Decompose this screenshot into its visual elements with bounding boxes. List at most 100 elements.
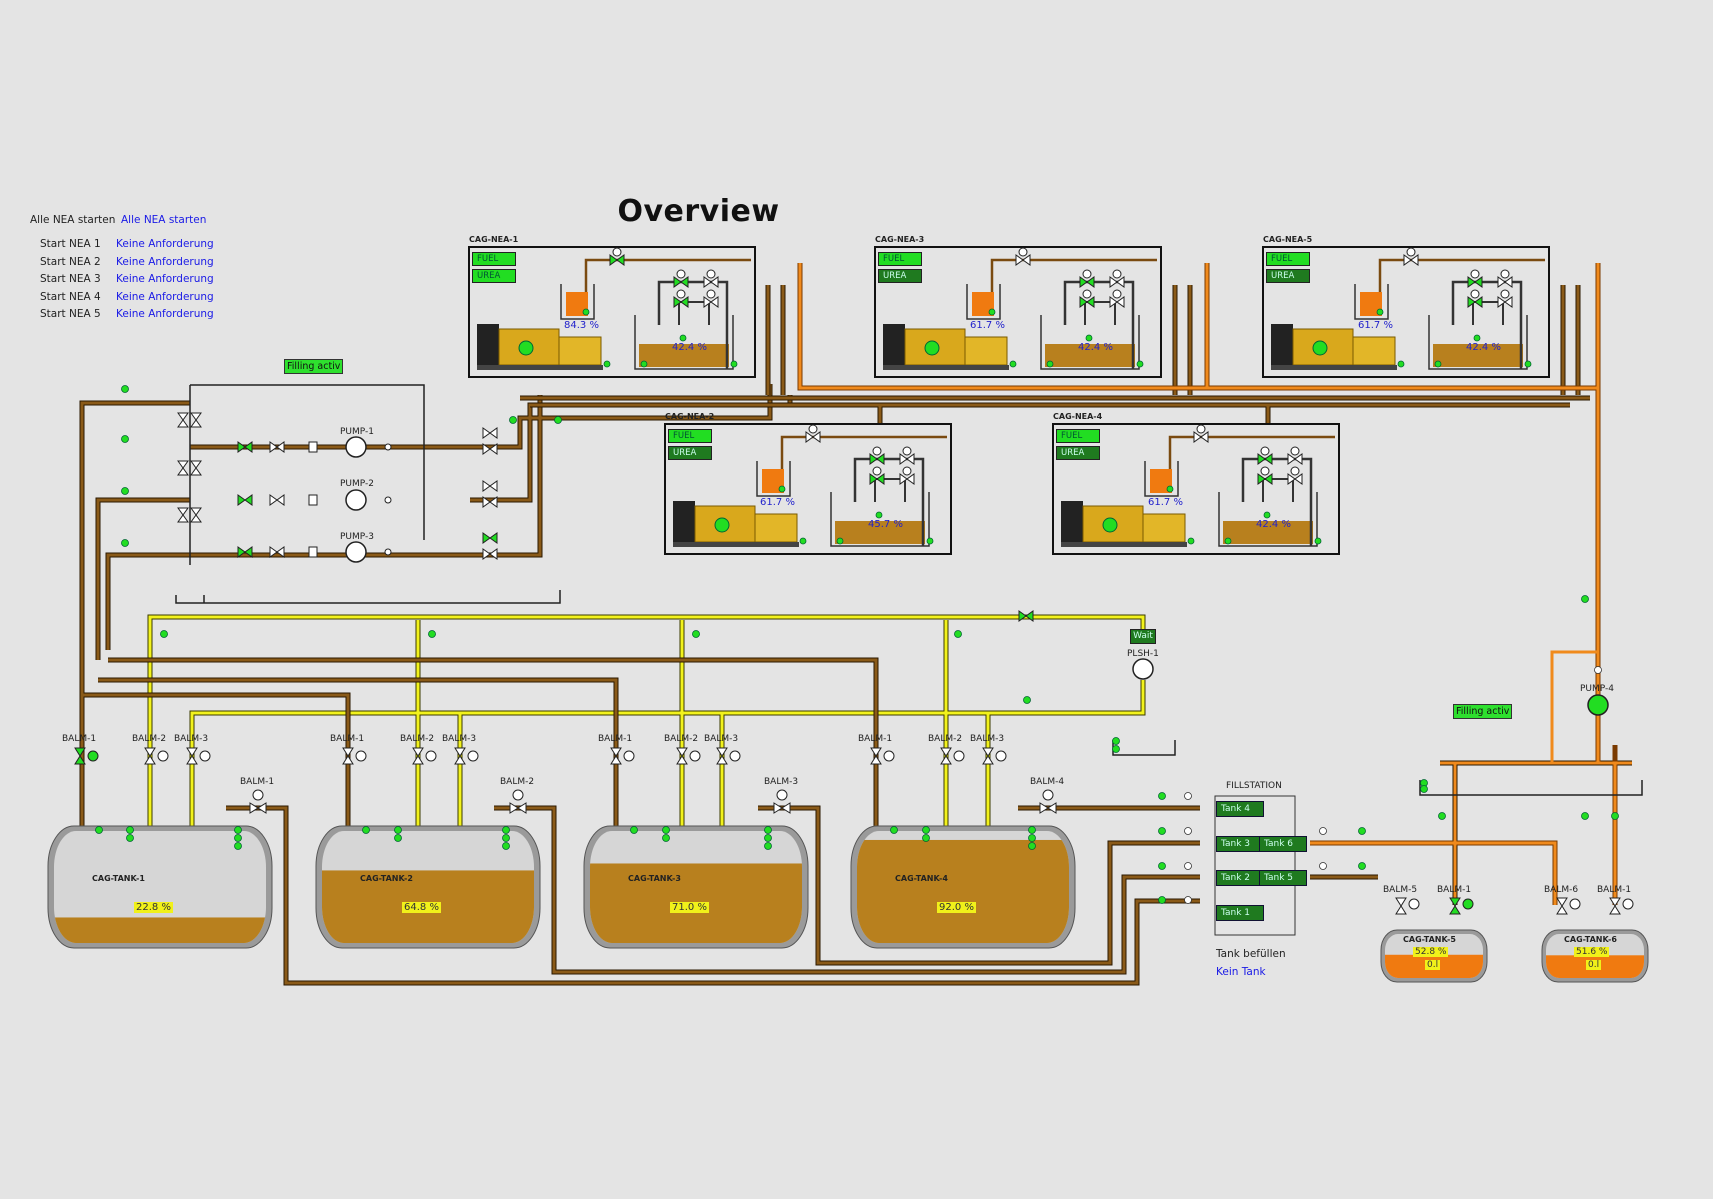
valve-icon[interactable] [482, 480, 498, 492]
valve-icon[interactable] [1079, 269, 1095, 288]
valve-icon[interactable] [1467, 269, 1483, 288]
check-valve-icon[interactable] [308, 546, 318, 558]
fill-tank-6-button[interactable]: Tank 6 [1259, 836, 1307, 852]
valve-icon[interactable] [177, 412, 189, 428]
valve-icon[interactable] [269, 494, 285, 506]
valve-icon[interactable] [1467, 289, 1483, 308]
pump-3-icon[interactable] [345, 541, 392, 563]
fill-tank-2-button[interactable]: Tank 2 [1216, 870, 1264, 886]
start-nea-1-button[interactable]: Keine Anforderung [116, 238, 214, 250]
nea-title: CAG-NEA-4 [1053, 412, 1103, 421]
balm-valve-icon[interactable] [74, 747, 99, 765]
pump-label: PUMP-4 [1580, 684, 1614, 694]
valve-icon[interactable] [1287, 466, 1303, 485]
balm-valve-icon[interactable] [342, 747, 367, 765]
valve-icon[interactable] [1109, 289, 1125, 308]
valve-icon[interactable] [703, 269, 719, 288]
balm-label: BALM-1 [240, 777, 275, 787]
check-valve-icon[interactable] [308, 441, 318, 453]
valve-icon[interactable] [609, 247, 625, 266]
pump-1-icon[interactable] [345, 436, 392, 458]
check-valve-icon[interactable] [308, 494, 318, 506]
valve-icon[interactable] [269, 546, 285, 558]
valve-icon[interactable] [1018, 610, 1034, 622]
balm-label: BALM-1 [598, 734, 633, 744]
level-sensor-dot [1166, 485, 1174, 493]
level-sensor-dot [1434, 360, 1442, 368]
valve-icon[interactable] [1497, 269, 1513, 288]
valve-icon[interactable] [482, 443, 498, 455]
valve-icon[interactable] [237, 494, 253, 506]
valve-icon[interactable] [269, 441, 285, 453]
valve-icon[interactable] [1287, 446, 1303, 465]
balm-valve-icon[interactable] [1395, 897, 1420, 915]
balm-valve-icon[interactable] [454, 747, 479, 765]
balm-valve-icon[interactable] [870, 747, 895, 765]
valve-icon[interactable] [703, 289, 719, 308]
valve-icon[interactable] [482, 496, 498, 508]
balm-valve-icon[interactable] [412, 747, 437, 765]
fuel-status-tag: FUEL [472, 252, 516, 266]
valve-icon[interactable] [237, 546, 253, 558]
valve-icon[interactable] [1257, 466, 1273, 485]
valve-icon[interactable] [899, 446, 915, 465]
start-nea-2-button[interactable]: Keine Anforderung [116, 256, 214, 268]
start-nea-row: Start NEA 5 Keine Anforderung [40, 308, 214, 320]
sensor-dot [662, 834, 670, 842]
balm-valve-icon[interactable] [186, 747, 211, 765]
valve-icon[interactable] [869, 466, 885, 485]
balm-valve-icon[interactable] [773, 789, 791, 814]
valve-icon[interactable] [1497, 289, 1513, 308]
sensor-dot [1158, 862, 1166, 870]
start-nea-3-button[interactable]: Keine Anforderung [116, 273, 214, 285]
balm-valve-icon[interactable] [940, 747, 965, 765]
valve-icon[interactable] [869, 446, 885, 465]
valve-icon[interactable] [237, 441, 253, 453]
balm-valve-icon[interactable] [716, 747, 741, 765]
fill-tank-5-button[interactable]: Tank 5 [1259, 870, 1307, 886]
sensor-dot [1581, 812, 1589, 820]
valve-icon[interactable] [482, 532, 498, 544]
tank-fill-selection[interactable]: Kein Tank [1216, 966, 1266, 978]
valve-icon[interactable] [1403, 247, 1419, 266]
valve-icon[interactable] [805, 424, 821, 443]
fill-tank-3-button[interactable]: Tank 3 [1216, 836, 1264, 852]
balm-valve-icon[interactable] [509, 789, 527, 814]
valve-icon[interactable] [177, 507, 189, 523]
start-nea-5-button[interactable]: Keine Anforderung [116, 308, 214, 320]
pump-2-icon[interactable] [345, 489, 392, 511]
valve-icon[interactable] [1109, 269, 1125, 288]
start-nea-4-button[interactable]: Keine Anforderung [116, 291, 214, 303]
fill-tank-1-button[interactable]: Tank 1 [1216, 905, 1264, 921]
balm-valve-icon[interactable] [1556, 897, 1581, 915]
balm-valve-icon[interactable] [1039, 789, 1057, 814]
balm-valve-icon[interactable] [676, 747, 701, 765]
valve-icon[interactable] [1193, 424, 1209, 443]
valve-icon[interactable] [673, 269, 689, 288]
urea-status-tag: UREA [668, 446, 712, 460]
valve-icon[interactable] [190, 412, 202, 428]
valve-icon[interactable] [673, 289, 689, 308]
balm-valve-icon[interactable] [144, 747, 169, 765]
balm-valve-icon[interactable] [982, 747, 1007, 765]
balm-valve-icon[interactable] [1449, 897, 1474, 915]
valve-icon[interactable] [899, 466, 915, 485]
valve-icon[interactable] [1079, 289, 1095, 308]
balm-valve-icon[interactable] [1609, 897, 1634, 915]
pump-4-icon[interactable] [1587, 694, 1609, 716]
valve-icon[interactable] [1257, 446, 1273, 465]
valve-icon[interactable] [190, 460, 202, 476]
sensor-dot [1028, 826, 1036, 834]
valve-icon[interactable] [482, 548, 498, 560]
start-all-button[interactable]: Alle NEA starten [121, 214, 207, 226]
valve-icon[interactable] [177, 460, 189, 476]
valve-icon[interactable] [482, 427, 498, 439]
balm-valve-icon[interactable] [610, 747, 635, 765]
valve-icon[interactable] [190, 507, 202, 523]
plsh-1-icon[interactable] [1132, 658, 1154, 680]
filling-active-right-indicator: Filling activ [1453, 704, 1513, 719]
valve-icon[interactable] [1015, 247, 1031, 266]
balm-valve-icon[interactable] [249, 789, 267, 814]
fill-tank-4-button[interactable]: Tank 4 [1216, 801, 1264, 817]
